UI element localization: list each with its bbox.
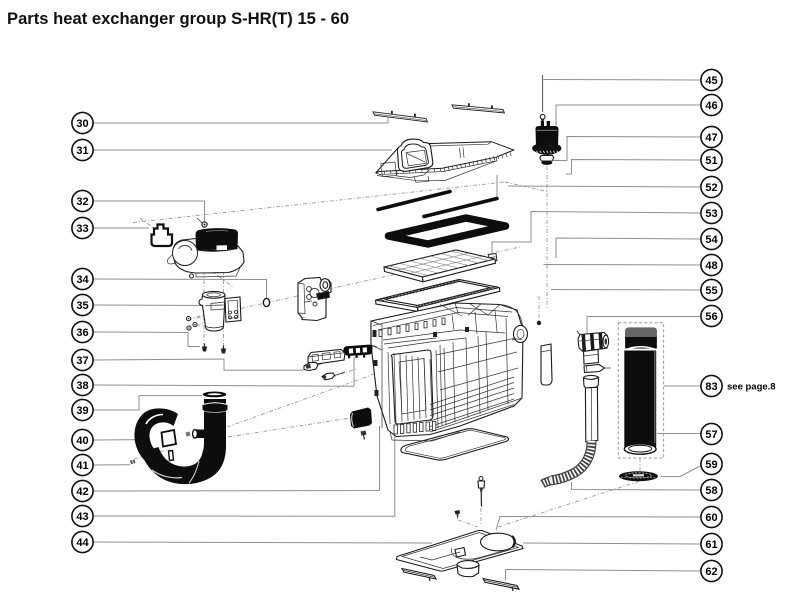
svg-text:60: 60 <box>705 512 717 524</box>
svg-text:30: 30 <box>76 118 88 130</box>
svg-text:40: 40 <box>76 435 88 447</box>
svg-text:38: 38 <box>76 380 88 392</box>
svg-text:83: 83 <box>705 381 717 393</box>
svg-text:48: 48 <box>705 260 717 272</box>
svg-text:53: 53 <box>705 208 717 220</box>
svg-text:41: 41 <box>76 460 88 472</box>
svg-text:36: 36 <box>76 327 88 339</box>
svg-text:34: 34 <box>76 274 89 286</box>
svg-text:37: 37 <box>76 355 88 367</box>
svg-text:59: 59 <box>705 459 717 471</box>
svg-text:39: 39 <box>76 405 88 417</box>
svg-text:42: 42 <box>76 486 88 498</box>
svg-text:45: 45 <box>705 75 717 87</box>
svg-text:54: 54 <box>705 234 718 246</box>
svg-text:51: 51 <box>705 155 717 167</box>
svg-text:32: 32 <box>76 196 88 208</box>
svg-text:62: 62 <box>705 566 717 578</box>
svg-text:33: 33 <box>76 223 88 235</box>
svg-text:Parts heat exchanger group S-H: Parts heat exchanger group S-HR(T) 15 - … <box>7 9 349 28</box>
svg-text:57: 57 <box>705 429 717 441</box>
svg-text:61: 61 <box>705 539 717 551</box>
svg-text:see page.8: see page.8 <box>727 382 776 393</box>
svg-text:43: 43 <box>76 511 88 523</box>
svg-text:46: 46 <box>705 100 717 112</box>
svg-text:47: 47 <box>705 132 717 144</box>
svg-text:44: 44 <box>76 537 89 549</box>
svg-text:55: 55 <box>705 285 717 297</box>
svg-text:58: 58 <box>705 485 717 497</box>
svg-text:31: 31 <box>76 145 88 157</box>
svg-text:56: 56 <box>705 311 717 323</box>
svg-text:52: 52 <box>705 182 717 194</box>
svg-text:35: 35 <box>76 300 88 312</box>
